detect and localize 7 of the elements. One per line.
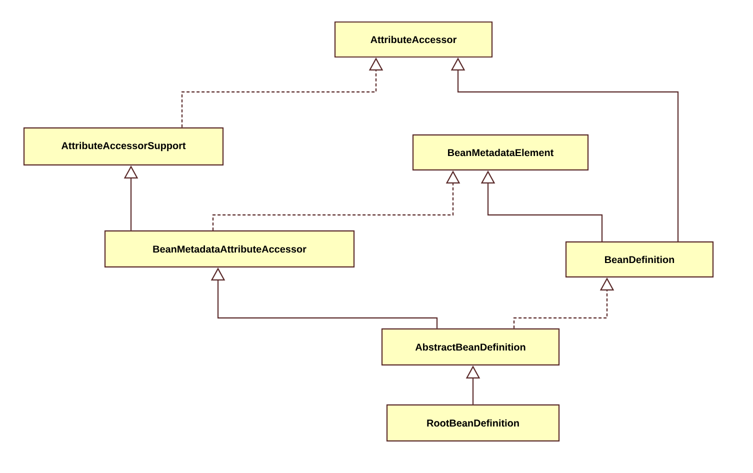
class-box: AttributeAccessorSupport [23, 127, 224, 166]
class-box: BeanDefinition [565, 241, 714, 278]
class-box: AbstractBeanDefinition [381, 328, 560, 366]
class-box: BeanMetadataElement [412, 134, 589, 171]
class-box: RootBeanDefinition [386, 404, 560, 442]
class-box: BeanMetadataAttributeAccessor [104, 230, 355, 268]
class-box: AttributeAccessor [334, 21, 493, 58]
